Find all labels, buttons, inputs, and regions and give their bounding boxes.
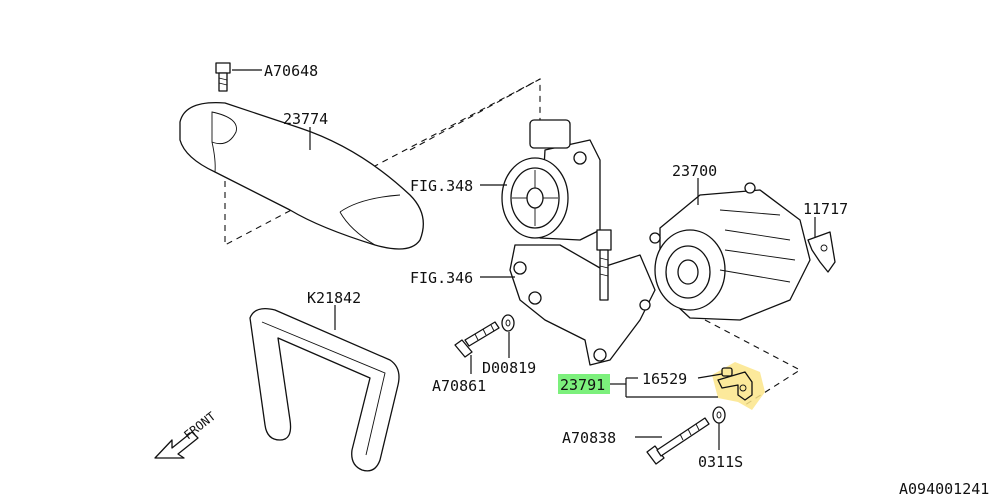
label-0311s[interactable]: 0311S <box>698 453 743 471</box>
label-11717[interactable]: 11717 <box>803 200 848 218</box>
label-23774[interactable]: 23774 <box>283 110 328 128</box>
leader-lines <box>232 69 816 450</box>
label-23791[interactable]: 23791 <box>560 376 605 394</box>
bolt-a70861[interactable] <box>454 321 500 358</box>
washer-d00819[interactable] <box>501 314 515 332</box>
cover-23774[interactable] <box>179 101 424 250</box>
front-direction-arrow: FRONT <box>154 409 218 459</box>
front-label: FRONT <box>181 409 218 442</box>
label-23700[interactable]: 23700 <box>672 162 717 180</box>
bracket-fig346[interactable] <box>509 229 656 366</box>
label-fig346[interactable]: FIG.346 <box>410 269 473 287</box>
power-steering-pump[interactable] <box>501 119 601 241</box>
belt-k21842[interactable] <box>249 307 400 472</box>
label-a70861[interactable]: A70861 <box>432 377 486 395</box>
label-highlight <box>558 374 610 394</box>
bolt-a70838[interactable] <box>646 417 710 465</box>
bracket-23791[interactable] <box>712 362 765 410</box>
washer-0311s[interactable] <box>712 406 726 424</box>
label-16529[interactable]: 16529 <box>642 370 687 388</box>
label-a70648[interactable]: A70648 <box>264 62 318 80</box>
label-k21842[interactable]: K21842 <box>307 289 361 307</box>
label-d00819[interactable]: D00819 <box>482 359 536 377</box>
bolt-a70648[interactable] <box>215 62 231 92</box>
diagram-id: A094001241 <box>899 480 989 497</box>
label-a70838[interactable]: A70838 <box>562 429 616 447</box>
terminal-11717[interactable] <box>807 231 836 273</box>
label-fig348[interactable]: FIG.348 <box>410 177 473 195</box>
alternator-23700[interactable] <box>649 182 811 321</box>
